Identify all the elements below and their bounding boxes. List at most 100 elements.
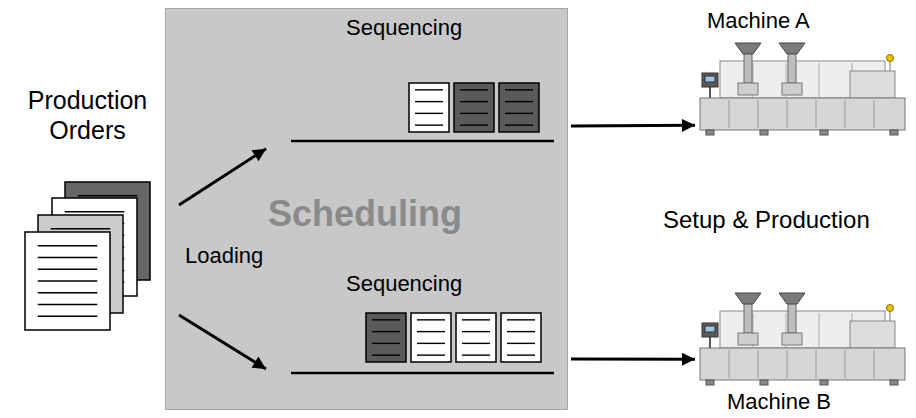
control-panel bbox=[702, 323, 718, 337]
document-icon bbox=[409, 83, 449, 132]
hopper-base bbox=[782, 333, 802, 345]
document-line bbox=[65, 211, 125, 212]
document-line bbox=[38, 269, 98, 270]
panel-screen bbox=[705, 326, 715, 332]
flow-arrow bbox=[571, 124, 695, 128]
document-line bbox=[415, 113, 443, 114]
node-label: Production Orders bbox=[10, 85, 165, 145]
node-label: Machine B bbox=[727, 389, 831, 415]
base-divider bbox=[874, 350, 875, 378]
document-line bbox=[507, 319, 535, 320]
enclosure-divider bbox=[819, 313, 820, 347]
document-line bbox=[507, 343, 535, 344]
document-line bbox=[460, 124, 488, 125]
panel-stand bbox=[709, 87, 711, 98]
loading-label: Loading bbox=[185, 243, 263, 269]
control-panel bbox=[702, 73, 718, 87]
document-icon bbox=[454, 83, 494, 132]
machine-foot bbox=[706, 130, 714, 135]
document-line bbox=[38, 292, 98, 293]
document-line bbox=[507, 331, 535, 332]
hopper-base bbox=[738, 83, 758, 95]
machine-module bbox=[850, 71, 895, 98]
document-line bbox=[51, 228, 111, 229]
machine-foot bbox=[820, 130, 828, 135]
document-line bbox=[462, 319, 490, 320]
document-icon bbox=[501, 313, 541, 362]
base-divider bbox=[758, 100, 759, 128]
scheduling-box: SequencingSequencingScheduling bbox=[165, 8, 568, 410]
queue-line bbox=[291, 372, 554, 375]
flow-arrow bbox=[571, 358, 695, 361]
document-line bbox=[415, 124, 443, 125]
flow-arrow bbox=[179, 149, 266, 205]
document-line bbox=[415, 101, 443, 102]
node-label: Machine A bbox=[707, 8, 810, 34]
base-divider bbox=[816, 350, 817, 378]
hopper-column bbox=[788, 303, 796, 333]
setup-production-label: Setup & Production bbox=[663, 206, 870, 235]
flow-arrow bbox=[179, 315, 266, 369]
machine-module bbox=[850, 321, 895, 348]
node-label: Sequencing bbox=[346, 271, 462, 297]
document-icon bbox=[499, 83, 539, 132]
hopper-column bbox=[744, 303, 752, 333]
queue-line bbox=[291, 140, 554, 143]
base-divider bbox=[787, 100, 788, 128]
machine-base bbox=[700, 98, 905, 130]
machine-base bbox=[700, 348, 905, 380]
hopper-base bbox=[782, 83, 802, 95]
document-line bbox=[38, 304, 98, 305]
document-line bbox=[417, 319, 445, 320]
document-line bbox=[78, 195, 138, 196]
document-line bbox=[505, 89, 533, 90]
signal-light bbox=[887, 55, 894, 62]
base-divider bbox=[758, 350, 759, 378]
base-divider bbox=[729, 100, 730, 128]
hopper-base bbox=[738, 333, 758, 345]
document-line bbox=[38, 257, 98, 258]
document-line bbox=[462, 331, 490, 332]
hopper-column bbox=[744, 53, 752, 83]
hopper-column bbox=[788, 53, 796, 83]
base-divider bbox=[787, 350, 788, 378]
document-line bbox=[460, 89, 488, 90]
machine-foot bbox=[890, 380, 898, 385]
document-icon bbox=[456, 313, 496, 362]
hopper bbox=[779, 43, 805, 54]
document-line bbox=[372, 319, 400, 320]
order-stack: Production Orders bbox=[10, 85, 169, 335]
document-line bbox=[417, 354, 445, 355]
machine-foot bbox=[760, 130, 768, 135]
machine-foot bbox=[706, 380, 714, 385]
enclosure-divider bbox=[819, 63, 820, 97]
machine: Machine A bbox=[695, 5, 910, 150]
node-label: Sequencing bbox=[346, 15, 462, 41]
document-line bbox=[38, 245, 98, 246]
document-line bbox=[417, 343, 445, 344]
base-divider bbox=[845, 350, 846, 378]
base-divider bbox=[729, 350, 730, 378]
panel-stand bbox=[709, 337, 711, 348]
hopper bbox=[779, 293, 805, 304]
hopper bbox=[735, 293, 761, 304]
sequencing-queue: Sequencing bbox=[266, 11, 559, 153]
document-line bbox=[462, 343, 490, 344]
box-title: Scheduling bbox=[166, 192, 564, 235]
sequencing-queue: Sequencing bbox=[266, 271, 559, 383]
document-line bbox=[460, 101, 488, 102]
base-divider bbox=[874, 100, 875, 128]
base-divider bbox=[845, 100, 846, 128]
machine-foot bbox=[820, 380, 828, 385]
document-line bbox=[415, 89, 443, 90]
document-line bbox=[462, 354, 490, 355]
document-line bbox=[460, 113, 488, 114]
machine-foot bbox=[760, 380, 768, 385]
panel-screen bbox=[705, 76, 715, 82]
document-line bbox=[372, 354, 400, 355]
document-line bbox=[505, 124, 533, 125]
document-line bbox=[505, 113, 533, 114]
base-divider bbox=[816, 100, 817, 128]
machine-foot bbox=[890, 130, 898, 135]
